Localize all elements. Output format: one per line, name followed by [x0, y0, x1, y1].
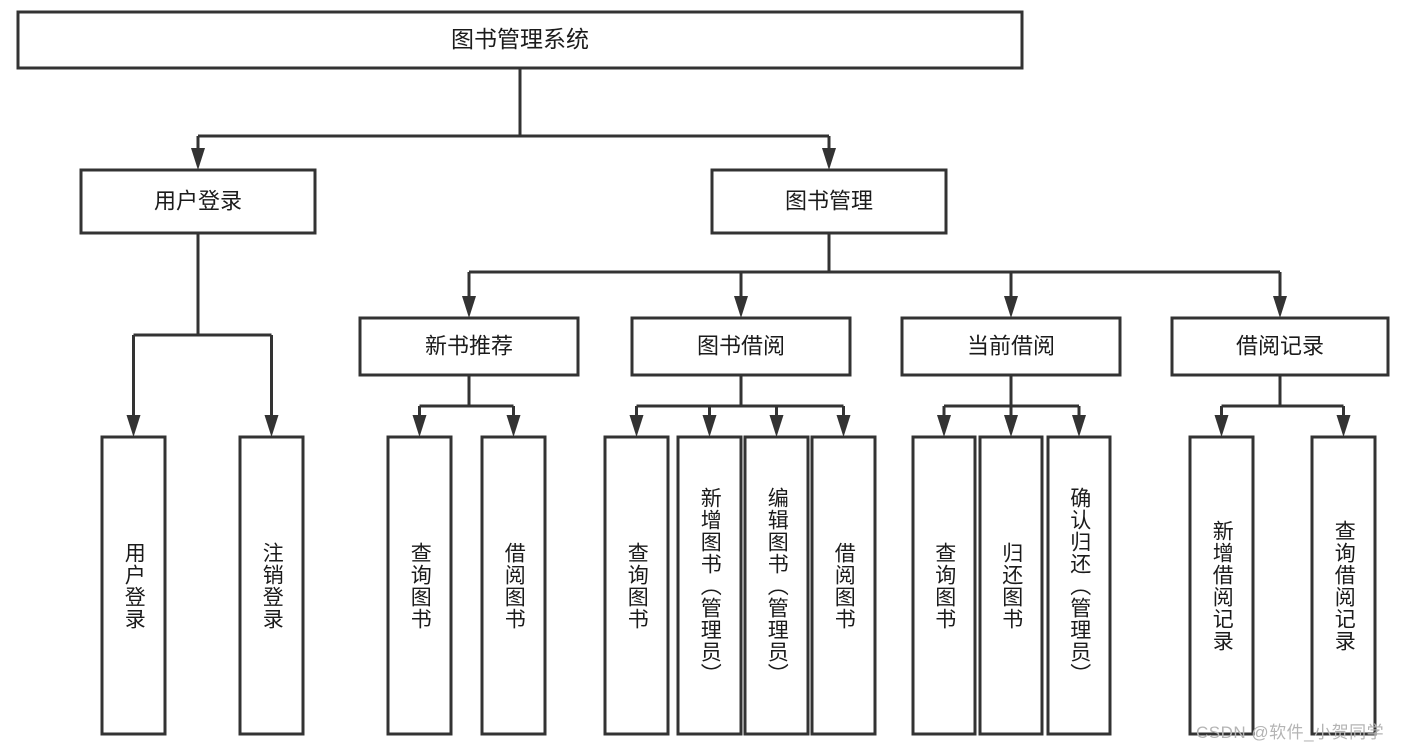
userlogin-to-leaves-arrow-leaf-logout [264, 415, 279, 437]
root-to-level1-arrow-user-login [191, 148, 205, 170]
node-current-borrow-label: 当前借阅 [967, 333, 1055, 358]
current-to-leaves-arrow-leaf-confirm-return [1072, 415, 1086, 437]
bookmanage-to-level2-arrow-current-borrow [1004, 296, 1018, 318]
record-to-leaves-arrow-leaf-add-record [1214, 415, 1229, 437]
root-to-level1-arrow-book-manage [822, 148, 836, 170]
node-leaf-return-book[interactable] [978, 435, 1044, 736]
node-root-label: 图书管理系统 [451, 26, 589, 52]
record-to-leaves-arrow-leaf-query-record [1336, 415, 1351, 437]
node-leaf-query-book-new[interactable] [386, 435, 453, 736]
node-root[interactable] [16, 10, 1024, 70]
node-book-borrow-label: 图书借阅 [697, 333, 785, 358]
connector-layer [126, 68, 1351, 437]
node-book-borrow[interactable] [630, 316, 852, 377]
userlogin-to-leaves-arrow-leaf-user-login [126, 415, 141, 437]
node-new-book-recommend-label: 新书推荐 [425, 333, 513, 358]
node-new-book-recommend[interactable] [358, 316, 580, 377]
node-book-manage-label: 图书管理 [785, 188, 873, 213]
node-leaf-add-book[interactable] [676, 435, 743, 736]
borrow-to-leaves-arrow-leaf-borrow-book [836, 415, 851, 437]
bookmanage-to-level2-arrow-new-book-recommend [462, 296, 476, 318]
node-leaf-borrow-book-new[interactable] [480, 435, 547, 736]
node-leaf-query-book-current[interactable] [911, 435, 977, 736]
node-leaf-query-record[interactable] [1310, 435, 1377, 736]
csdn-watermark: CSDN @软件_小贺同学 [1196, 723, 1385, 742]
newbook-to-leaves-arrow-leaf-borrow-book-new [506, 415, 521, 437]
node-leaf-user-login[interactable] [100, 435, 167, 736]
node-book-manage[interactable] [710, 168, 948, 235]
newbook-to-leaves-arrow-leaf-query-book-new [412, 415, 427, 437]
node-leaf-query-book-borrow[interactable] [603, 435, 670, 736]
bookmanage-to-level2-arrow-borrow-record [1273, 296, 1287, 318]
node-leaf-add-record[interactable] [1188, 435, 1255, 736]
node-borrow-record[interactable] [1170, 316, 1390, 377]
borrow-to-leaves-arrow-leaf-edit-book [769, 415, 784, 437]
node-user-login-label: 用户登录 [154, 188, 242, 213]
borrow-to-leaves-arrow-leaf-query-book-borrow [629, 415, 644, 437]
bookmanage-to-level2-arrow-book-borrow [734, 296, 748, 318]
node-borrow-record-label: 借阅记录 [1236, 333, 1324, 358]
node-layer [16, 10, 1390, 736]
node-user-login[interactable] [79, 168, 317, 235]
node-leaf-confirm-return[interactable] [1046, 435, 1112, 736]
current-to-leaves-arrow-leaf-query-book-current [937, 415, 951, 437]
node-leaf-logout[interactable] [238, 435, 305, 736]
borrow-to-leaves-arrow-leaf-add-book [702, 415, 717, 437]
current-to-leaves-arrow-leaf-return-book [1004, 415, 1018, 437]
node-leaf-borrow-book[interactable] [810, 435, 877, 736]
node-leaf-edit-book[interactable] [743, 435, 810, 736]
node-current-borrow[interactable] [900, 316, 1122, 377]
